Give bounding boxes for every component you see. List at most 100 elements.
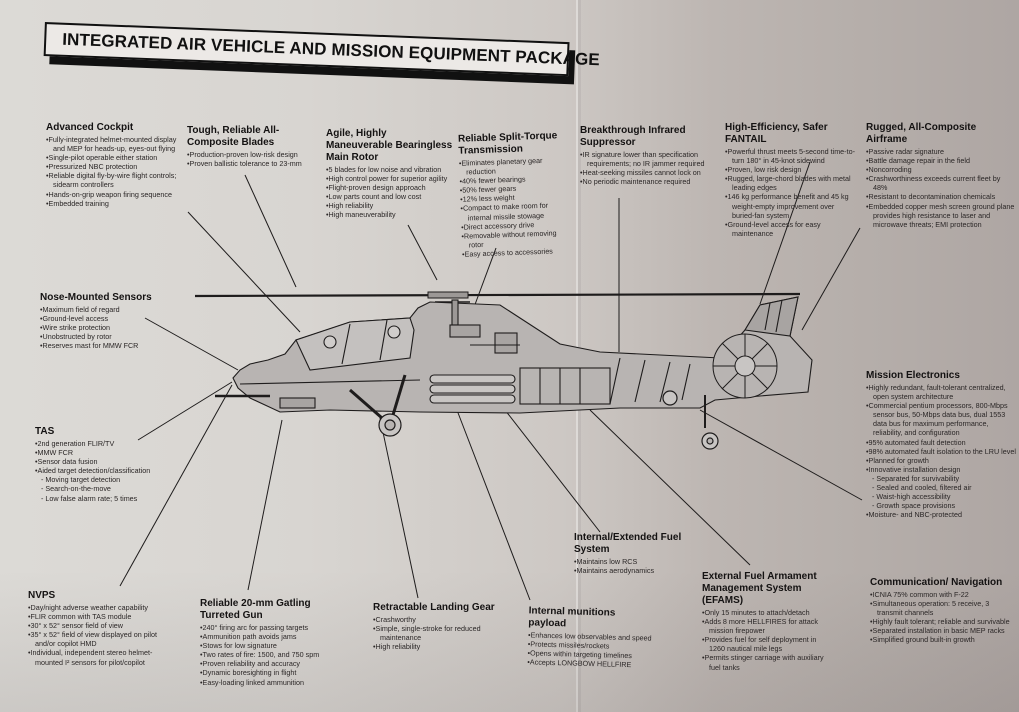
bullet-list: Powerful thrust meets 5-second time-to-t… [725,147,855,238]
list-subitem: Low false alarm rate; 5 times [35,494,185,503]
bullet-list: 2nd generation FLIR/TV MMW FCR Sensor da… [35,439,185,503]
list-item: Maximum field of regard [40,305,180,314]
list-item: Provides fuel for self deployment in 126… [702,635,827,653]
list-item: IR signature lower than specification re… [580,150,720,168]
leader-tas [137,381,233,441]
list-item: Dynamic boresighting in flight [200,668,350,677]
list-item: Ammunition path avoids jams [200,632,350,641]
list-item: Embedded training [46,199,186,208]
leader-fuel-system [504,409,601,533]
section-title: Agile, Highly Maneuverable Bearingless M… [326,128,453,163]
list-subitem: Search-on-the-move [35,484,185,493]
bullet-list: Enhances low observables and speed Prote… [527,630,653,670]
leader-landing-gear [379,417,419,599]
section-title: Reliable 20-mm Gatling Turreted Gun [200,598,311,621]
section-munitions: Internal munitions payload Enhances low … [527,605,654,670]
bullet-list: Eliminates planetary gear reduction 40% … [459,155,562,259]
list-item: Wire strike protection [40,323,180,332]
list-item: Low parts count and low cost [326,192,456,201]
section-title: Retractable Landing Gear [373,602,495,613]
section-mission-electronics: Mission Electronics Highly redundant, fa… [866,370,1016,519]
list-item: Commercial pentium processors, 800-Mbps … [866,401,1016,437]
section-transmission: Reliable Split-Torque Transmission Elimi… [458,130,562,258]
list-item: Innovative installation design [866,465,1016,474]
list-item: Resistant to decontamination chemicals [866,192,1016,201]
list-item: 30° x 52° sensor field of view [28,621,178,630]
list-item: Two rates of fire: 1500, and 750 spm [200,650,350,659]
section-gun: Reliable 20-mm Gatling Turreted Gun 240°… [200,598,350,687]
leader-advanced-cockpit [187,211,301,333]
section-title: Tough, Reliable All-Composite Blades [187,125,280,148]
bullet-list: Maintains low RCS Maintains aerodynamics [574,557,699,575]
list-item: Passive radar signature [866,147,1016,156]
list-item: Proven ballistic tolerance to 23-mm [187,159,317,168]
list-item: Adds 8 more HELLFIRES for attack mission… [702,617,827,635]
list-item: Only 15 minutes to attach/detach [702,608,827,617]
list-item: High control power for superior agility [326,174,456,183]
section-title: Mission Electronics [866,370,960,381]
list-item: 98% automated fault isolation to the LRU… [866,447,1016,456]
list-item: Individual, independent stereo helmet-mo… [28,648,178,666]
list-item: Simultaneous operation: 5 receive, 3 tra… [870,599,1010,617]
list-item: 146 kg performance benefit and 45 kg wei… [725,192,855,219]
section-tas: TAS 2nd generation FLIR/TV MMW FCR Senso… [35,426,185,503]
list-item: 5 blades for low noise and vibration [326,165,456,174]
section-nvps: NVPS Day/night adverse weather capabilit… [28,590,178,667]
list-item: Maintains low RCS [574,557,699,566]
list-subitem: Separated for survivability [866,474,1016,483]
list-item: Heat-seeking missiles cannot lock on [580,168,720,177]
list-item: Proven, low risk design [725,165,855,174]
list-item: Stows for low signature [200,641,350,650]
list-item: Powerful thrust meets 5-second time-to-t… [725,147,855,165]
list-item: 2nd generation FLIR/TV [35,439,185,448]
main-rotor-blade [194,291,801,303]
list-item: Fully-integrated helmet-mounted display … [46,135,186,153]
list-item: Simplified ground built-in growth [870,635,1010,644]
list-item: Highly redundant, fault-tolerant central… [866,383,1016,401]
list-subitem: Waist-high accessibility [866,492,1016,501]
section-title: Breakthrough Infrared Suppressor [580,125,686,148]
leader-mission-electronics [699,409,863,501]
section-blades: Tough, Reliable All-Composite Blades Pro… [187,125,317,168]
section-title: Advanced Cockpit [46,122,134,133]
bullet-list: Production-proven low-risk design Proven… [187,150,317,168]
bullet-list: Maximum field of regard Ground-level acc… [40,305,180,350]
list-item: Reliable digital fly-by-wire flight cont… [46,171,186,189]
list-item: Battle damage repair in the field [866,156,1016,165]
leader-blades [244,174,297,288]
section-main-rotor: Agile, Highly Maneuverable Bearingless M… [326,128,456,220]
section-airframe: Rugged, All-Composite Airframe Passive r… [866,122,1016,229]
section-comm-nav: Communication/ Navigation ICNIA 75% comm… [870,577,1010,645]
section-advanced-cockpit: Advanced Cockpit Fully-integrated helmet… [46,122,186,208]
leader-main-rotor [407,224,438,281]
list-subitem: Moving target detection [35,475,185,484]
section-ir-suppressor: Breakthrough Infrared Suppressor IR sign… [580,125,720,186]
list-item: Permits stinger carriage with auxiliary … [702,653,827,671]
section-title: High-Efficiency, Safer FANTAIL [725,122,828,145]
bullet-list: Day/night adverse weather capability FLI… [28,603,178,667]
list-item: Unobstructed by rotor [40,332,180,341]
section-title: External Fuel Armament Management System… [702,571,817,606]
list-item: MMW FCR [35,448,185,457]
bullet-list: IR signature lower than specification re… [580,150,720,186]
list-item: Crashworthiness exceeds current fleet by… [866,174,1016,192]
list-item: Aided target detection/classification [35,466,185,475]
bullet-list: Fully-integrated helmet-mounted display … [46,135,186,208]
list-item: Ground-level access for easy maintenance [725,220,855,238]
list-item: High maneuverability [326,210,456,219]
bullet-list: 240° firing arc for passing targets Ammu… [200,623,350,687]
list-item: High reliability [326,201,456,210]
section-fuel-system: Internal/Extended Fuel System Maintains … [574,532,699,575]
list-item: High reliability [373,642,508,651]
list-item: Production-proven low-risk design [187,150,317,159]
list-item: No periodic maintenance required [580,177,720,186]
list-item: FLIR common with TAS module [28,612,178,621]
bullet-list: 5 blades for low noise and vibration Hig… [326,165,456,220]
fantail [712,333,778,399]
leader-gun [247,419,283,591]
list-item: Planned for growth [866,456,1016,465]
fuselage [215,296,813,414]
list-item: Embedded copper mesh screen ground plane… [866,202,1016,229]
list-item: Sensor data fusion [35,457,185,466]
